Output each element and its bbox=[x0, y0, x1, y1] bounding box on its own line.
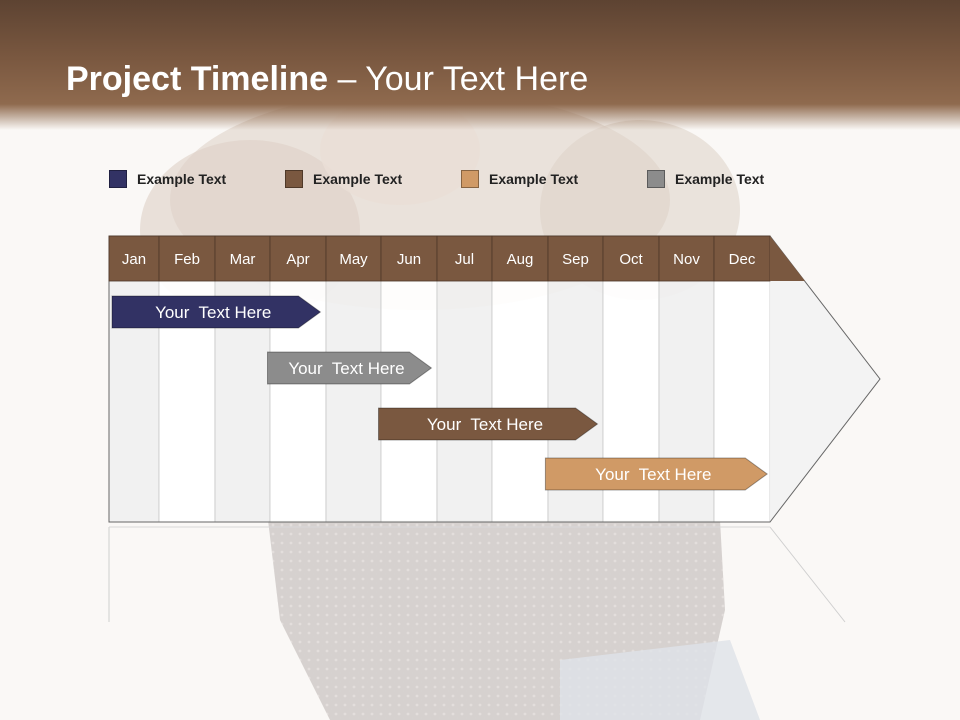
legend-swatch-4 bbox=[647, 170, 665, 188]
month-label: Sep bbox=[562, 251, 589, 268]
timeline-reflection bbox=[108, 526, 846, 623]
legend-label-2: Example Text bbox=[313, 171, 403, 187]
month-column bbox=[325, 280, 382, 523]
month-header-dec bbox=[713, 235, 771, 282]
month-header-feb bbox=[158, 235, 216, 282]
month-header-oct bbox=[602, 235, 660, 282]
legend-item-3: Example Text bbox=[461, 170, 578, 188]
task-bar-2 bbox=[267, 351, 433, 385]
month-label: Mar bbox=[230, 251, 256, 268]
month-header-jul bbox=[436, 235, 493, 282]
task-label-3: Your Text Here bbox=[427, 415, 543, 434]
month-label: Jan bbox=[122, 251, 146, 268]
title-bar: Project Timeline – Your Text Here bbox=[0, 0, 960, 130]
month-label: Apr bbox=[286, 251, 309, 268]
title-rest: – Your Text Here bbox=[328, 60, 589, 98]
month-header-jun bbox=[380, 235, 438, 282]
legend-swatch-3 bbox=[461, 170, 479, 188]
month-header-may bbox=[325, 235, 382, 282]
month-label: Jul bbox=[455, 251, 474, 268]
legend-label-4: Example Text bbox=[675, 171, 765, 187]
legend-label-1: Example Text bbox=[137, 171, 227, 187]
task-bar-1 bbox=[111, 295, 322, 329]
task-bar-3 bbox=[378, 407, 599, 441]
month-header-mar bbox=[214, 235, 271, 282]
month-column bbox=[491, 280, 549, 523]
month-header-nov bbox=[658, 235, 715, 282]
page-title: Project Timeline – Your Text Here bbox=[66, 60, 588, 99]
month-header-apr bbox=[269, 235, 327, 282]
month-label: Oct bbox=[619, 251, 643, 268]
task-label-4: Your Text Here bbox=[595, 465, 711, 484]
month-label: Dec bbox=[729, 251, 756, 268]
task-label-2: Your Text Here bbox=[288, 359, 404, 378]
header-arrow-cap bbox=[770, 236, 805, 281]
month-label: Nov bbox=[673, 251, 700, 268]
legend-item-2: Example Text bbox=[285, 170, 402, 188]
month-header-aug bbox=[491, 235, 549, 282]
legend-swatch-1 bbox=[109, 170, 127, 188]
task-label-1: Your Text Here bbox=[155, 303, 271, 322]
month-label: Aug bbox=[507, 251, 534, 268]
legend-item-1: Example Text bbox=[109, 170, 226, 188]
legend-label-3: Example Text bbox=[489, 171, 579, 187]
title-bold: Project Timeline bbox=[66, 60, 329, 98]
month-label: Jun bbox=[397, 251, 421, 268]
month-header-jan bbox=[108, 235, 160, 282]
month-column bbox=[436, 280, 493, 523]
month-label: Feb bbox=[174, 251, 200, 268]
legend-item-4: Example Text bbox=[647, 170, 764, 188]
timeline-arrow-head bbox=[770, 281, 880, 522]
month-label: May bbox=[339, 251, 368, 268]
month-header-sep bbox=[547, 235, 604, 282]
legend-swatch-2 bbox=[285, 170, 303, 188]
month-column bbox=[380, 280, 438, 523]
task-bar-4 bbox=[544, 457, 769, 491]
